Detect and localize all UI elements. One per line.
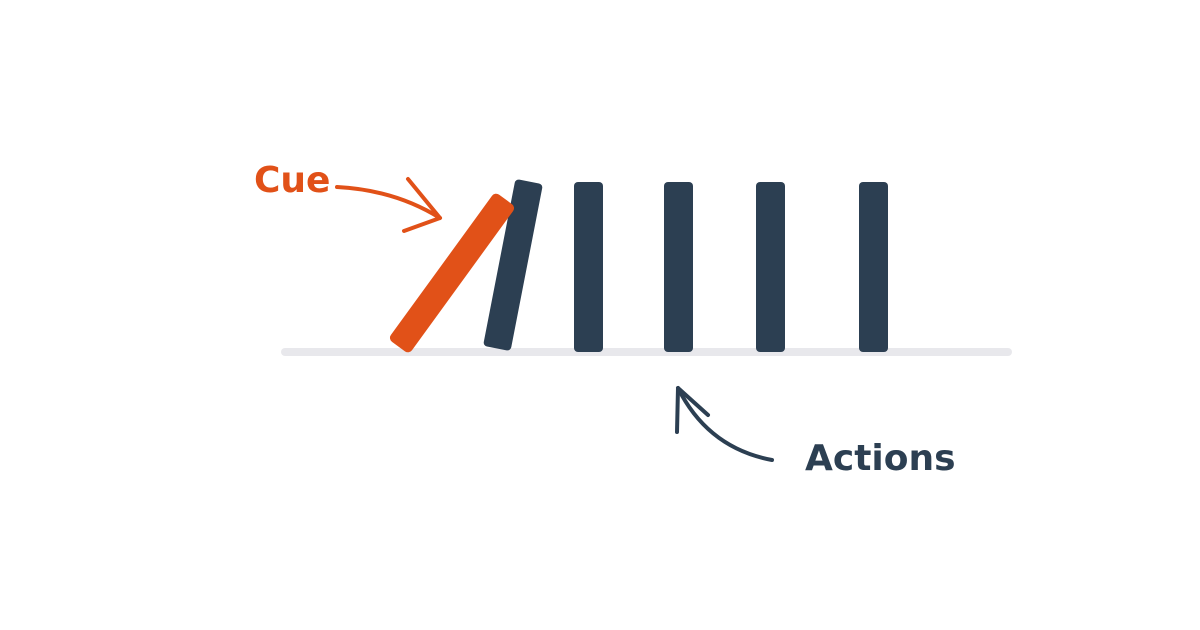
action-domino-2 (574, 182, 603, 352)
actions-label: Actions (805, 438, 956, 479)
action-domino-5 (859, 182, 888, 352)
action-domino-4 (756, 182, 785, 352)
action-domino-1 (483, 179, 543, 351)
actions-arrow-icon (675, 386, 774, 462)
action-domino-3 (664, 182, 693, 352)
cue-domino (389, 193, 515, 353)
cue-label: Cue (254, 160, 330, 201)
cue-arrow-icon (335, 177, 442, 233)
